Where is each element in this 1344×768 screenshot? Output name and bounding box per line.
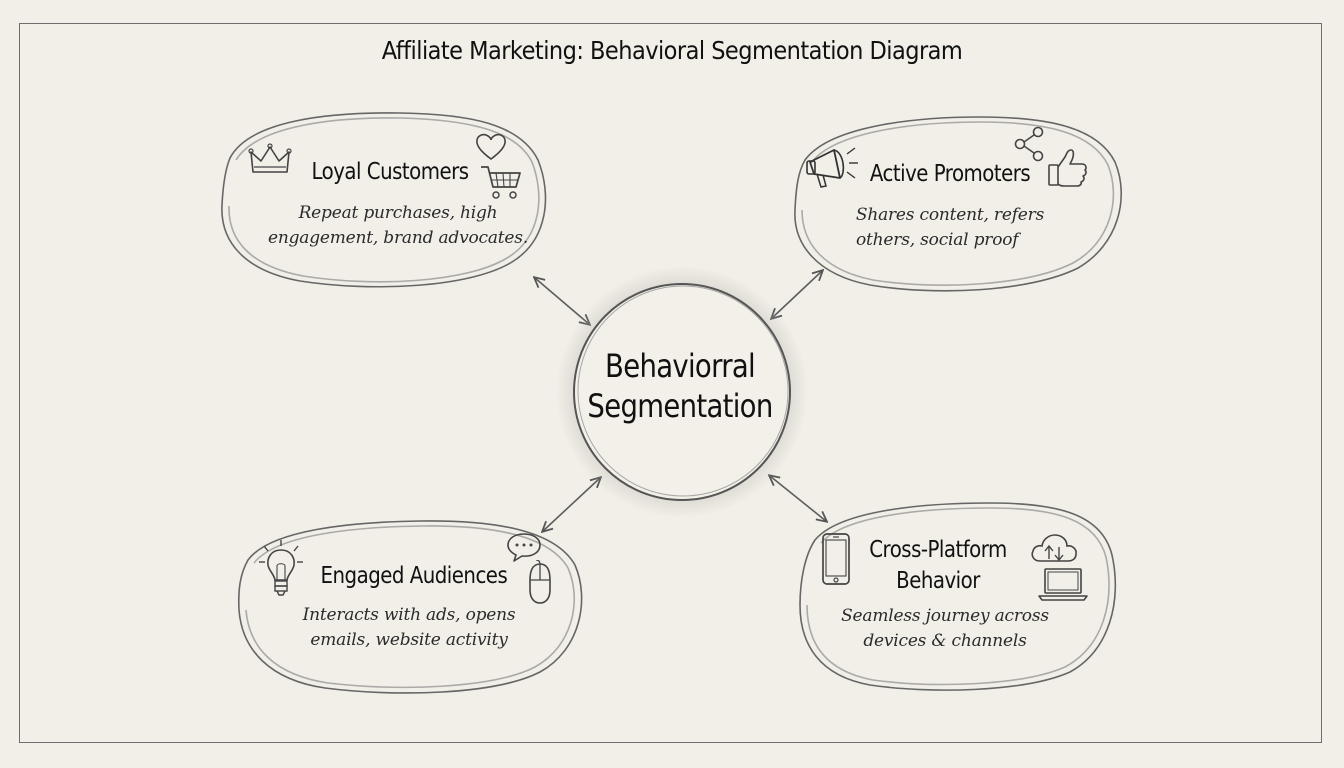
- cross-platform-title-line1: Cross-Platform: [869, 537, 1007, 563]
- bubble-active-promoters: [794, 116, 1122, 292]
- center-label-line1: Behaviorral: [605, 347, 756, 385]
- thumbs-up-icon: [1048, 149, 1087, 187]
- loyal-customers-desc-line2: engagement, brand advocates.: [267, 228, 529, 248]
- connector-cross-platform: [770, 476, 826, 521]
- center-node: [556, 266, 808, 518]
- center-label-line2: Segmentation: [587, 387, 773, 425]
- crown-icon: [248, 143, 292, 173]
- megaphone-icon: [806, 147, 858, 188]
- active-promoters-desc-line1: Shares content, refers: [855, 205, 1045, 225]
- bubble-engaged-audiences: [237, 520, 583, 694]
- chat-bubble-icon: [507, 533, 541, 562]
- cross-platform-desc-line2: devices & channels: [863, 631, 1027, 651]
- active-promoters-desc-line2: others, social proof: [856, 230, 1019, 250]
- heart-icon: [476, 133, 506, 160]
- connectors: [535, 271, 826, 531]
- cross-platform-title-line2: Behavior: [896, 568, 980, 594]
- active-promoters-description: Shares content, refers others, social pr…: [836, 203, 1064, 253]
- connector-promoters: [772, 271, 822, 318]
- engaged-audiences-desc-line2: emails, website activity: [310, 630, 508, 650]
- engaged-audiences-description: Interacts with ads, opens emails, websit…: [278, 603, 540, 653]
- loyal-customers-desc-line1: Repeat purchases, high: [298, 203, 498, 223]
- diagram-frame: [19, 23, 1322, 743]
- bubble-cross-platform: [799, 502, 1117, 691]
- loyal-customers-title: Loyal Customers: [311, 159, 469, 185]
- engaged-audiences-title: Engaged Audiences: [320, 563, 508, 589]
- cross-platform-desc-line1: Seamless journey across: [841, 606, 1049, 626]
- connector-loyal: [535, 278, 589, 324]
- cross-platform-title: Cross-Platform Behavior: [861, 535, 1016, 597]
- cloud-sync-icon: [1031, 534, 1077, 562]
- mouse-icon: [529, 560, 551, 604]
- smartphone-icon: [822, 533, 850, 585]
- share-icon: [1014, 126, 1044, 162]
- cross-platform-description: Seamless journey across devices & channe…: [826, 604, 1064, 654]
- bubble-loyal-customers: [221, 112, 547, 288]
- engaged-audiences-desc-line1: Interacts with ads, opens: [302, 605, 516, 625]
- laptop-icon: [1038, 568, 1088, 601]
- page-title: Affiliate Marketing: Behavioral Segmenta…: [381, 36, 963, 65]
- connector-engaged: [543, 478, 600, 531]
- loyal-customers-description: Repeat purchases, high engagement, brand…: [252, 201, 544, 251]
- lightbulb-icon: [259, 540, 303, 596]
- active-promoters-title: Active Promoters: [869, 161, 1031, 187]
- shopping-cart-icon: [481, 166, 521, 199]
- center-label: Behaviorral Segmentation: [577, 346, 783, 426]
